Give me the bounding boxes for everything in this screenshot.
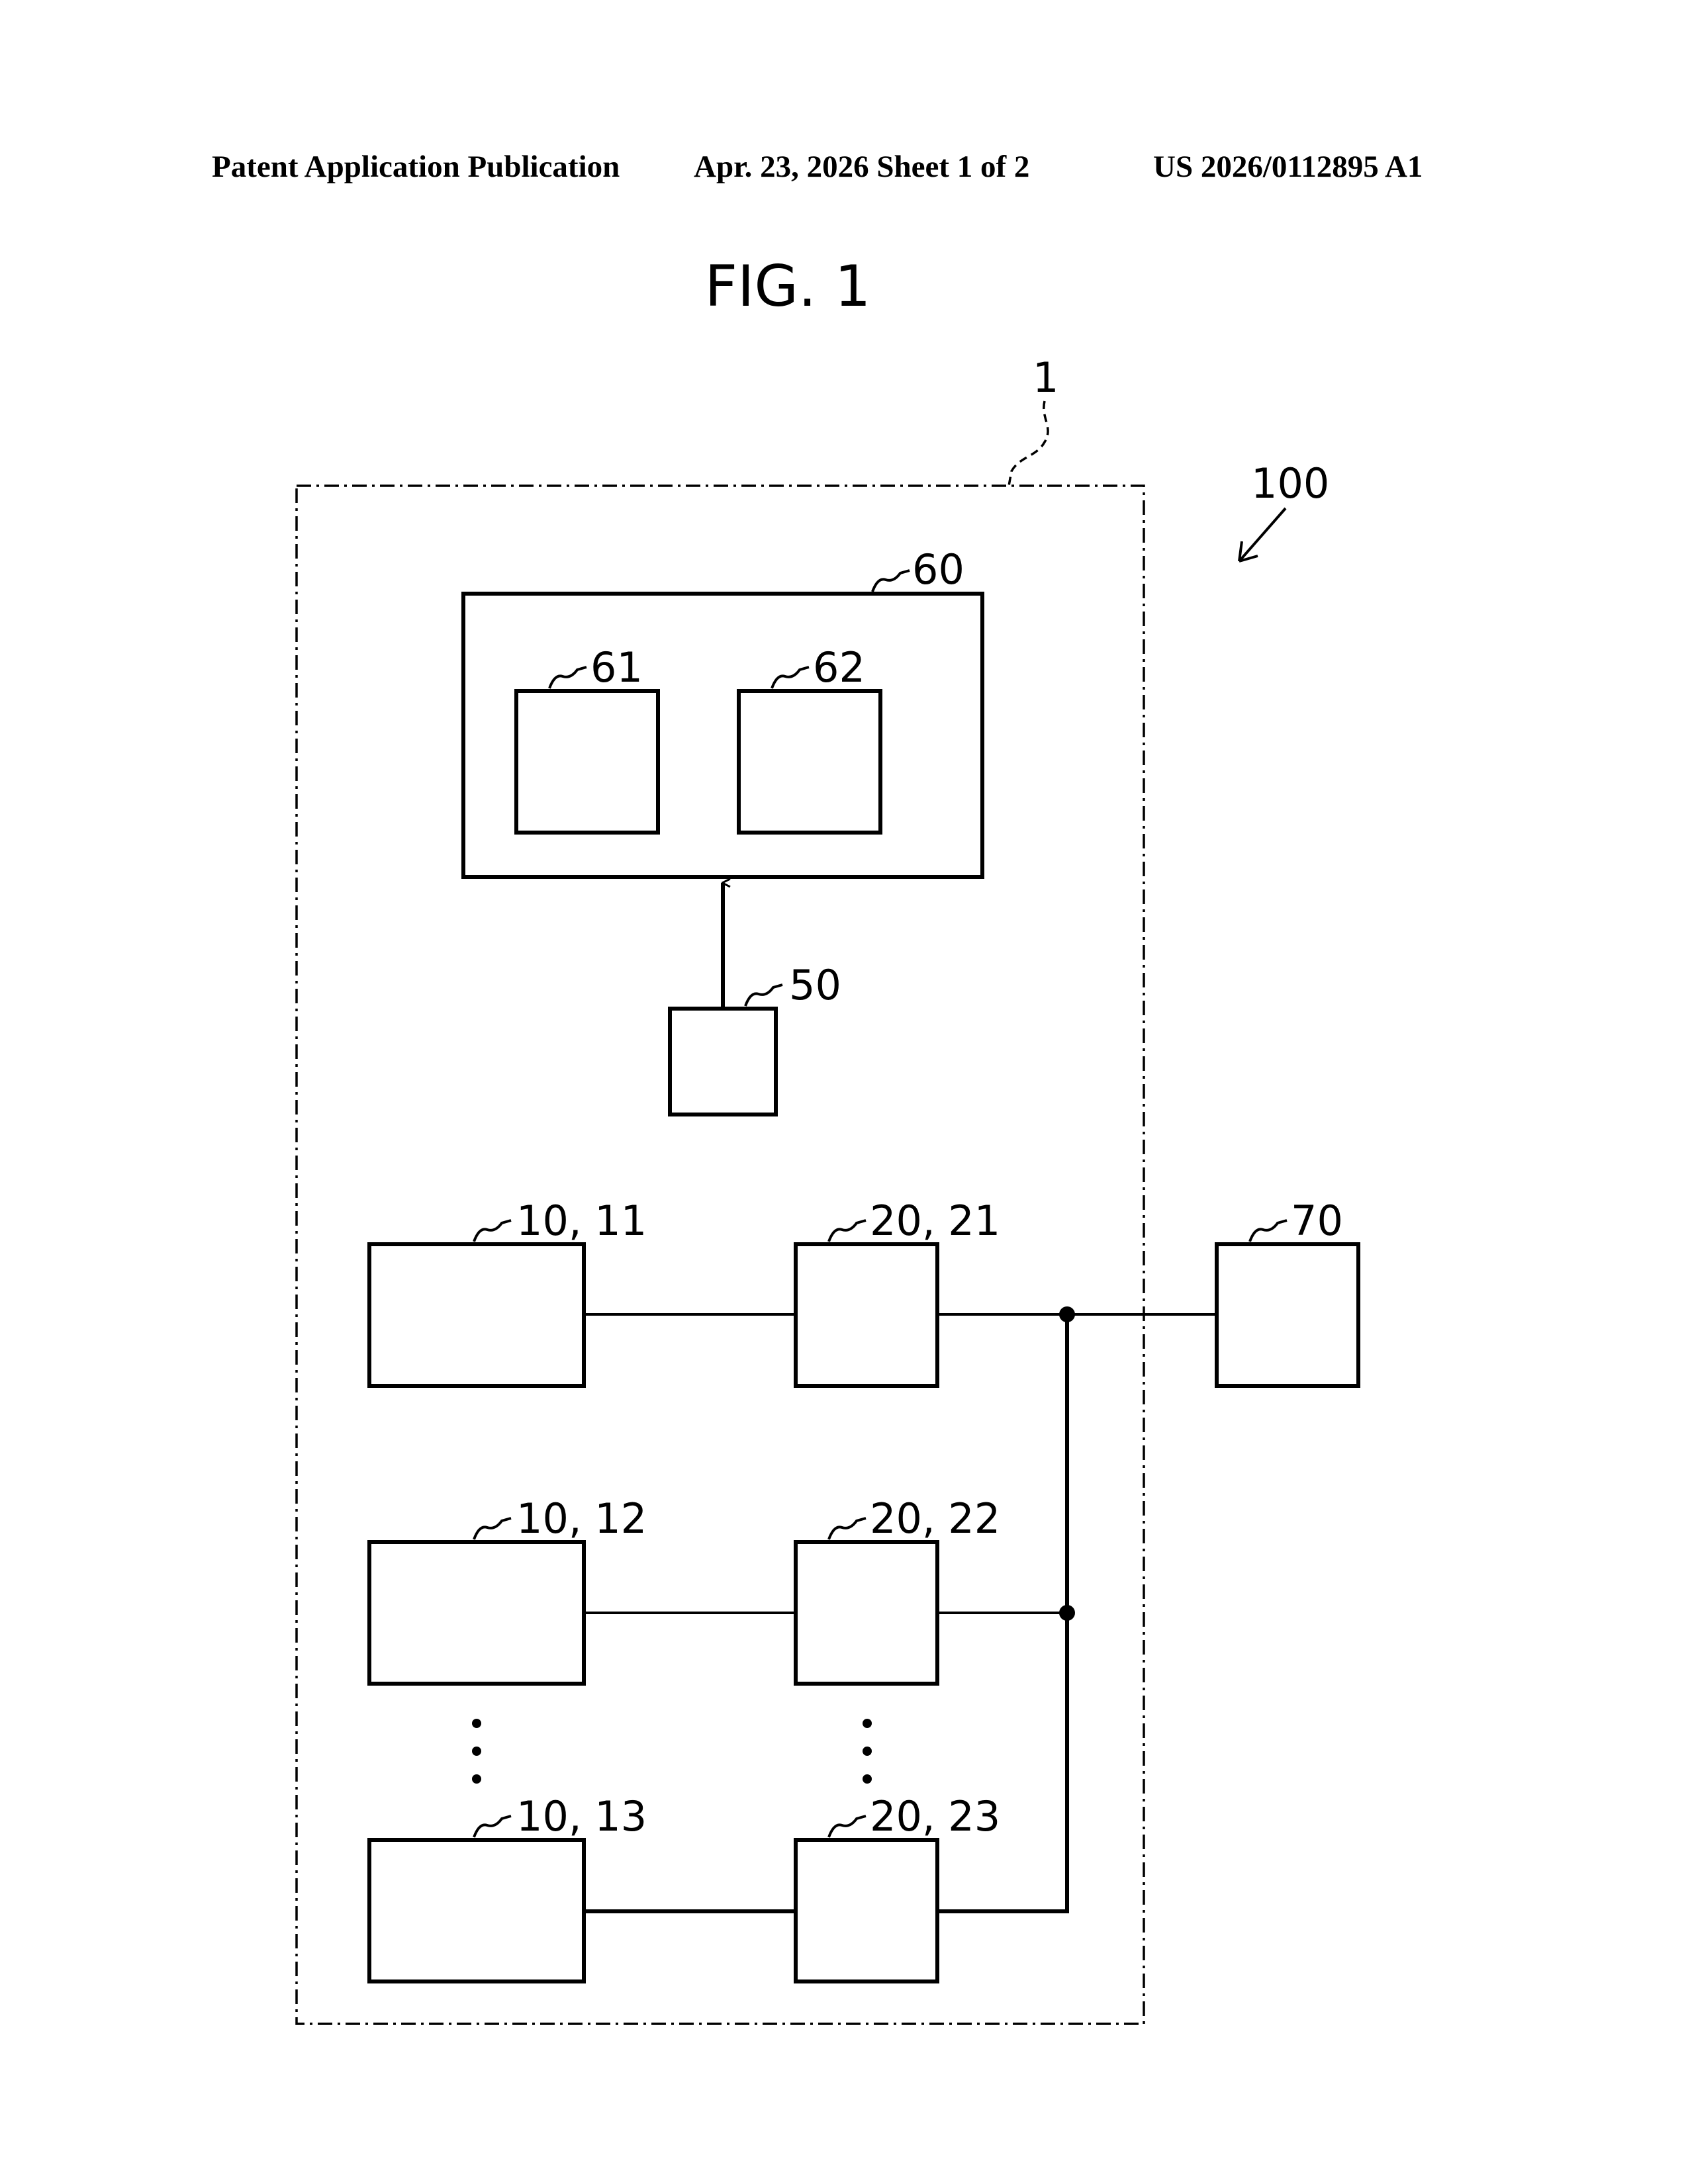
unit-a-row-3-leader: [474, 1816, 511, 1837]
unit-b-row-1-leader: [829, 1220, 866, 1242]
sensor-leader: [745, 985, 782, 1006]
ref-label-sensor: 50: [789, 961, 841, 1009]
unit-b-row-3: [796, 1840, 937, 1981]
unit-b-row-1: [796, 1244, 937, 1386]
unit-a-row-1-leader: [474, 1220, 511, 1242]
device-leader-line: [1009, 401, 1048, 486]
ref-label-unit-a3: 10, 13: [516, 1792, 647, 1841]
ref-label-controller: 60: [912, 545, 964, 594]
ref-label-system: 100: [1251, 459, 1329, 508]
sub-block-b: [739, 691, 880, 833]
ref-label-device: 1: [1033, 353, 1058, 402]
unit-a-row-1: [369, 1244, 584, 1386]
bus-junction-1: [1059, 1306, 1075, 1322]
ref-label-sub-b: 62: [813, 643, 865, 692]
unit-b-row-2: [796, 1542, 937, 1684]
system-pointer-arrow: [1239, 508, 1286, 561]
figure-title: FIG. 1: [705, 253, 871, 320]
sensor-box: [670, 1009, 776, 1115]
unit-a-row-2-leader: [474, 1518, 511, 1539]
unit-a-row-2: [369, 1542, 584, 1684]
ref-label-unit-b3: 20, 23: [870, 1792, 1000, 1841]
controller-leader: [872, 570, 910, 592]
bus-junction-2: [1059, 1605, 1075, 1621]
continuation-dots-a: [472, 1719, 481, 1784]
unit-a-row-3: [369, 1840, 584, 1981]
unit-b-row-3-leader: [829, 1816, 866, 1837]
ref-label-unit-a2: 10, 12: [516, 1494, 647, 1543]
ref-label-external: 70: [1291, 1197, 1343, 1245]
continuation-dots-b: [863, 1719, 872, 1784]
ref-label-unit-b2: 20, 22: [870, 1494, 1000, 1543]
sub-block-b-leader: [772, 667, 809, 688]
ref-label-unit-b1: 20, 21: [870, 1197, 1000, 1245]
sub-block-a-leader: [549, 667, 586, 688]
unit-b-row-2-leader: [829, 1518, 866, 1539]
external-leader: [1250, 1220, 1287, 1242]
ref-label-unit-a1: 10, 11: [516, 1197, 647, 1245]
sub-block-a: [516, 691, 658, 833]
external-box: [1217, 1244, 1358, 1386]
ref-label-sub-a: 61: [590, 643, 643, 692]
device-boundary: [297, 486, 1144, 2024]
